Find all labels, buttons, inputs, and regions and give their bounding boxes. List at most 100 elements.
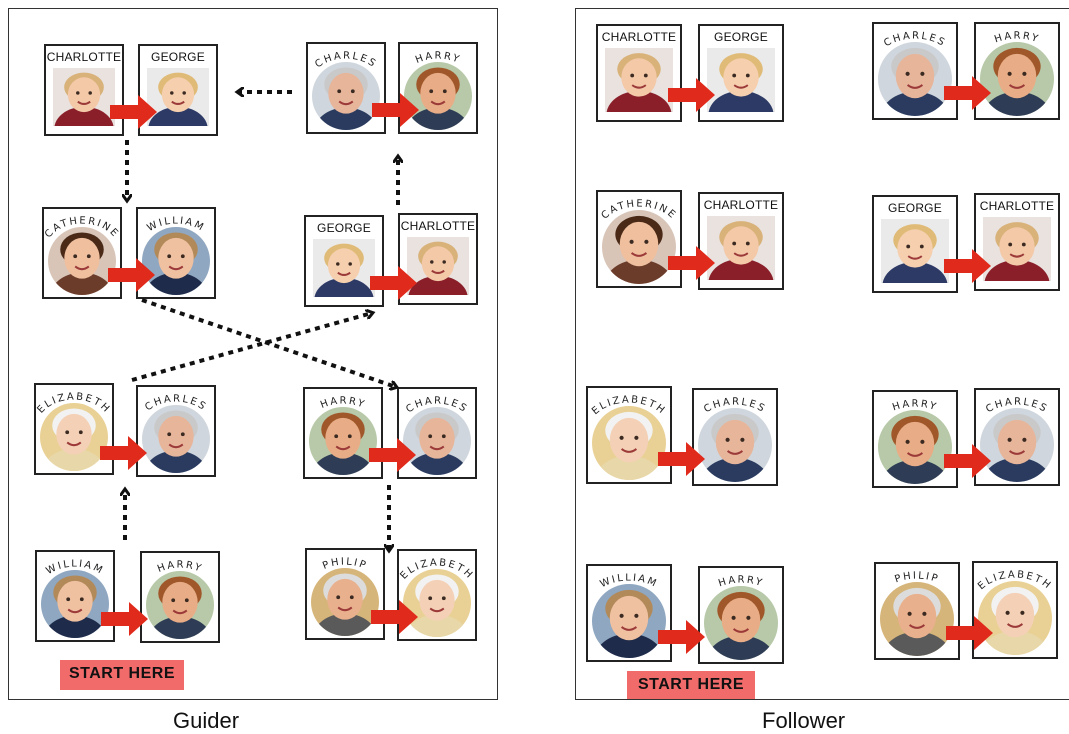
william-portrait xyxy=(142,227,210,295)
follower-card-6-left-william: WILLIAM xyxy=(586,564,672,662)
elizabeth-portrait xyxy=(978,581,1052,655)
follower-card-6-right-name-arc: HARRY xyxy=(717,575,765,590)
guider-card-0-right-george: GEORGE xyxy=(138,44,218,136)
george-portrait xyxy=(707,48,775,112)
harry-portrait xyxy=(146,571,214,639)
follower-start-here-label: START HERE xyxy=(627,671,755,699)
svg-text:PHILIP: PHILIP xyxy=(893,570,940,585)
follower-card-7-left-name: PHILIP xyxy=(893,570,938,585)
harry-portrait xyxy=(309,407,377,475)
guider-card-7-left-name-arc: PHILIP xyxy=(321,556,369,571)
elizabeth-portrait xyxy=(403,569,471,637)
elizabeth-portrait xyxy=(592,406,666,480)
philip-portrait xyxy=(311,568,379,636)
follower-card-1-right-name: HARRY xyxy=(993,31,1039,46)
follower-card-4-right-charles: CHARLES xyxy=(692,388,778,486)
guider-card-4-left-elizabeth: ELIZABETH xyxy=(34,383,114,475)
guider-card-0-left-name: CHARLOTTE xyxy=(46,50,122,64)
follower-card-5-left-harry: HARRY xyxy=(872,390,958,488)
guider-card-0-right-name: GEORGE xyxy=(151,50,205,64)
charles-portrait xyxy=(698,408,772,482)
harry-portrait xyxy=(704,586,778,660)
guider-card-7-left-name: PHILIP xyxy=(321,556,367,571)
charlotte-portrait xyxy=(983,217,1051,281)
svg-text:HARRY: HARRY xyxy=(717,575,765,590)
catherine-portrait xyxy=(602,210,676,284)
harry-portrait xyxy=(404,62,472,130)
william-portrait xyxy=(41,570,109,638)
guider-card-0-left-charlotte: CHARLOTTE xyxy=(44,44,124,136)
george-portrait xyxy=(881,219,949,283)
svg-text:HARRY: HARRY xyxy=(414,51,462,67)
guider-card-6-right-name-arc: HARRY xyxy=(156,560,202,576)
guider-card-2-right-william: WILLIAM xyxy=(136,207,216,299)
guider-card-6-right-harry: HARRY xyxy=(140,551,220,643)
guider-card-7-left-philip: PHILIP xyxy=(305,548,385,640)
guider-card-3-left-george: GEORGE xyxy=(304,215,384,307)
follower-pair-2-red-arrow xyxy=(668,245,715,280)
guider-pair-3-red-arrow xyxy=(370,265,417,300)
follower-card-1-left-charles: CHARLES xyxy=(872,22,958,120)
guider-card-6-left-william: WILLIAM xyxy=(35,550,115,642)
guider-card-3-right-name: CHARLOTTE xyxy=(400,219,476,233)
follower-pair-4-red-arrow xyxy=(658,441,705,476)
svg-text:HARRY: HARRY xyxy=(319,396,367,412)
follower-card-3-left-name: GEORGE xyxy=(888,201,942,215)
charles-portrait xyxy=(980,408,1054,482)
follower-pair-7-red-arrow xyxy=(946,615,993,650)
follower-card-2-right-charlotte: CHARLOTTE xyxy=(698,192,784,290)
guider-caption: Guider xyxy=(173,708,240,733)
guider-pair-1-red-arrow xyxy=(372,92,419,127)
follower-caption: Follower xyxy=(762,708,846,733)
william-portrait xyxy=(592,584,666,658)
charles-portrait xyxy=(312,62,380,130)
elizabeth-portrait xyxy=(40,403,108,471)
follower-card-5-left-name: HARRY xyxy=(891,399,937,414)
charlotte-portrait xyxy=(407,237,469,295)
guider-pair-6-red-arrow xyxy=(101,601,148,636)
charlotte-portrait xyxy=(605,48,673,112)
philip-portrait xyxy=(880,582,954,656)
guider-card-5-left-name-arc: HARRY xyxy=(319,396,367,412)
guider-pair-2-red-arrow xyxy=(108,257,155,292)
guider-card-5-right-charles: CHARLES xyxy=(397,387,477,479)
charlotte-portrait xyxy=(707,216,775,280)
guider-card-7-right-elizabeth: ELIZABETH xyxy=(397,549,477,641)
svg-text:PHILIP: PHILIP xyxy=(321,556,369,571)
follower-card-1-right-name-arc: HARRY xyxy=(993,31,1039,46)
charlotte-portrait xyxy=(53,68,115,126)
follower-card-7-right-elizabeth: ELIZABETH xyxy=(972,561,1058,659)
guider-card-5-left-harry: HARRY xyxy=(303,387,383,479)
harry-portrait xyxy=(878,410,952,484)
guider-pair-5-red-arrow xyxy=(369,437,416,472)
follower-pair-5-red-arrow xyxy=(944,443,991,478)
charles-portrait xyxy=(878,42,952,116)
guider-card-3-left-name: GEORGE xyxy=(317,221,371,235)
follower-card-3-left-george: GEORGE xyxy=(872,195,958,293)
follower-card-5-right-charles: CHARLES xyxy=(974,388,1060,486)
guider-card-5-left-name: HARRY xyxy=(319,396,365,412)
guider-card-1-right-harry: HARRY xyxy=(398,42,478,134)
guider-card-1-right-name-arc: HARRY xyxy=(414,51,462,67)
follower-card-3-right-name: CHARLOTTE xyxy=(979,199,1055,213)
follower-card-2-left-catherine: CATHERINE xyxy=(596,190,682,288)
catherine-portrait xyxy=(48,227,116,295)
george-portrait xyxy=(313,239,375,297)
charles-portrait xyxy=(142,405,210,473)
follower-card-6-right-harry: HARRY xyxy=(698,566,784,664)
charles-portrait xyxy=(403,407,471,475)
follower-card-1-right-harry: HARRY xyxy=(974,22,1060,120)
guider-card-6-right-name: HARRY xyxy=(156,560,202,576)
guider-card-4-right-charles: CHARLES xyxy=(136,385,216,477)
harry-portrait xyxy=(980,42,1054,116)
guider-card-1-right-name: HARRY xyxy=(414,51,460,67)
follower-card-2-right-name: CHARLOTTE xyxy=(703,198,779,212)
guider-card-1-left-charles: CHARLES xyxy=(306,42,386,134)
follower-card-7-left-name-arc: PHILIP xyxy=(893,570,940,585)
guider-pair-0-red-arrow xyxy=(110,94,157,129)
follower-pair-3-red-arrow xyxy=(944,248,991,283)
guider-card-3-right-charlotte: CHARLOTTE xyxy=(398,213,478,305)
guider-card-2-left-catherine: CATHERINE xyxy=(42,207,122,299)
guider-pair-4-red-arrow xyxy=(100,435,147,470)
follower-pair-0-red-arrow xyxy=(668,77,715,112)
